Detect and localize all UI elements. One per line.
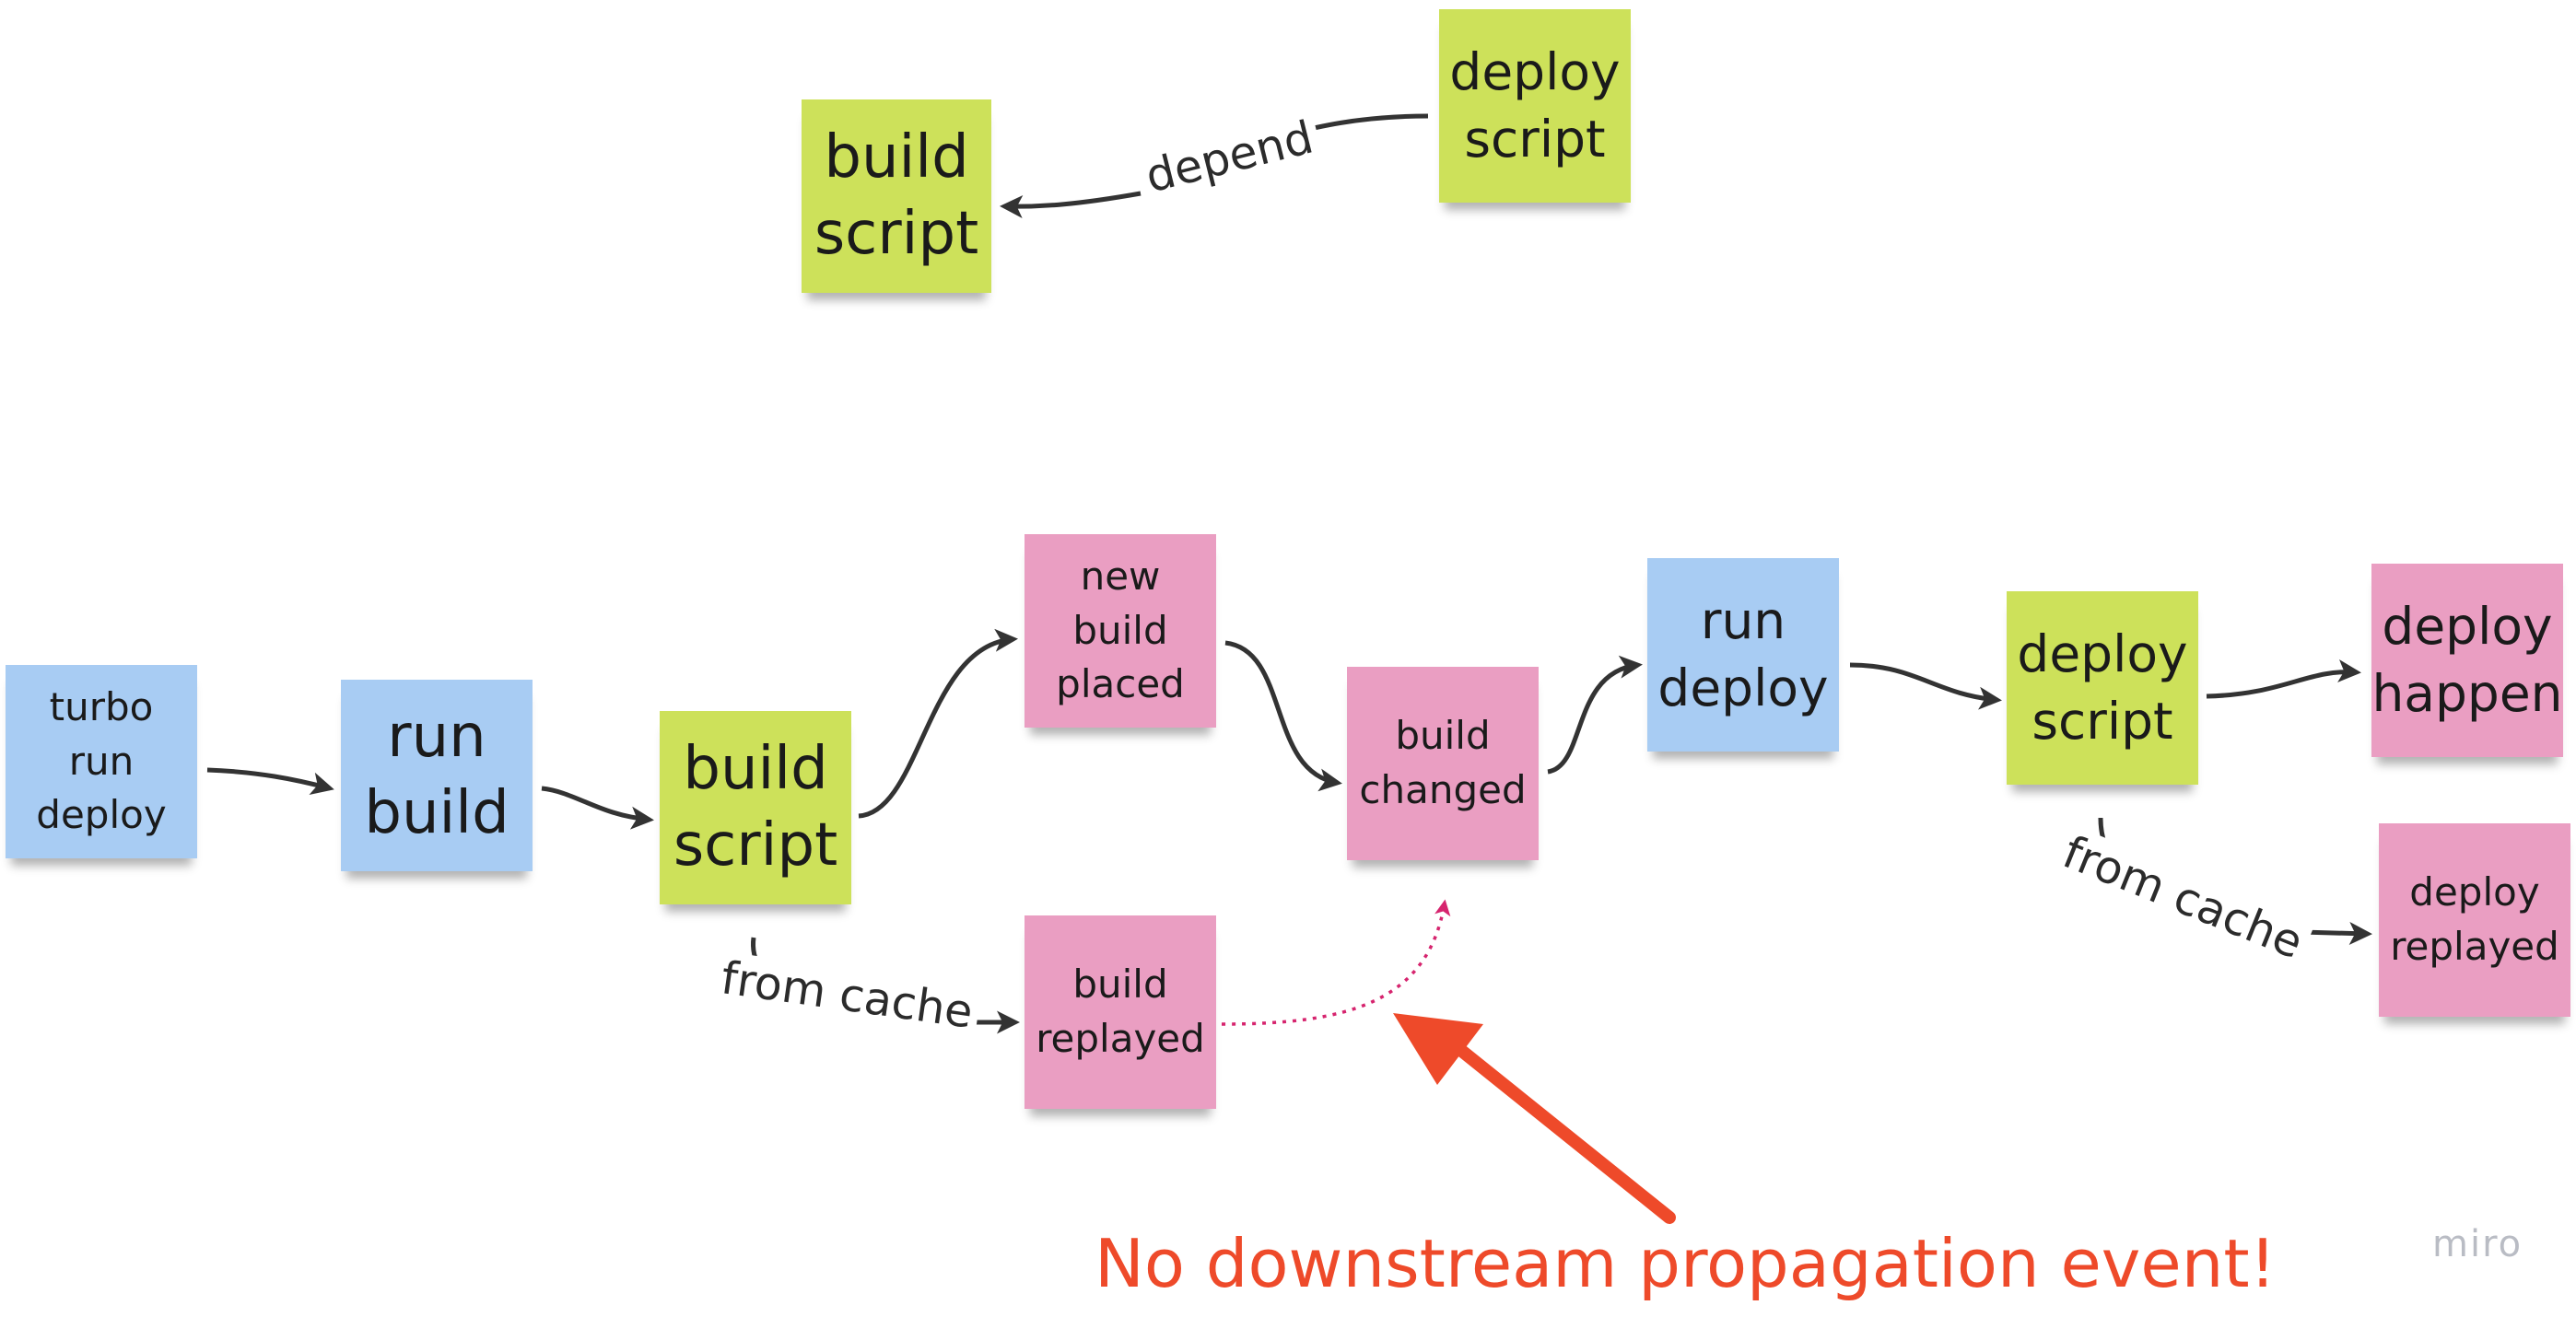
connector-buildchanged-to-rundeploy: [1547, 655, 1643, 775]
note-deploy-happen[interactable]: deploy happen: [2371, 564, 2563, 757]
note-turbo-run-deploy[interactable]: turbo run deploy: [6, 665, 197, 858]
miro-watermark: miro: [2432, 1223, 2523, 1265]
note-build-replayed[interactable]: build replayed: [1025, 915, 1216, 1109]
callout-text: No downstream propagation event!: [1095, 1225, 2277, 1302]
callout-arrow: [1393, 1013, 1676, 1224]
note-top-deploy-script[interactable]: deploy script: [1439, 9, 1631, 203]
edge-label-from-cache-build: from cache: [712, 950, 982, 1040]
connector-deployscript-to-deployhappen: [2206, 659, 2361, 699]
note-label: build replayed: [1036, 962, 1205, 1061]
note-label: deploy happen: [2371, 597, 2563, 723]
note-label: deploy script: [2017, 624, 2188, 751]
connector-runbuild-to-buildscript: [541, 786, 654, 830]
note-run-build[interactable]: run build: [341, 680, 533, 871]
connector-rundeploy-to-deployscript: [1849, 662, 2002, 710]
note-build-changed[interactable]: build changed: [1347, 667, 1539, 860]
edge-label-from-cache-deploy: from cache: [2050, 823, 2315, 972]
edge-label-depend: depend: [1135, 110, 1324, 204]
connector-depend-arrow: [1000, 191, 1142, 218]
note-label: build script: [814, 122, 979, 268]
connector-buildscript-to-newbuild: [858, 628, 1018, 819]
note-new-build-placed[interactable]: new build placed: [1025, 534, 1216, 728]
connector-turbo-to-runbuild: [206, 767, 334, 795]
connector-fromcache-to-deployreplayed: [2301, 921, 2372, 945]
note-run-deploy[interactable]: run deploy: [1647, 558, 1839, 752]
note-label: run deploy: [1657, 591, 1829, 717]
note-build-script[interactable]: build script: [660, 711, 851, 904]
note-label: build script: [673, 734, 838, 880]
note-label: deploy script: [1449, 42, 1621, 169]
note-label: run build: [364, 702, 509, 847]
connector-newbuild-to-buildchanged: [1224, 640, 1342, 792]
note-label: build changed: [1359, 713, 1527, 812]
note-top-build-script[interactable]: build script: [802, 99, 991, 293]
note-deploy-script[interactable]: deploy script: [2007, 591, 2198, 785]
note-label: turbo run deploy: [36, 683, 167, 838]
note-deploy-replayed[interactable]: deploy replayed: [2379, 823, 2570, 1017]
note-label: deploy replayed: [2390, 869, 2559, 969]
connector-dotted-replayed-to-changed: [1221, 899, 1451, 1026]
note-label: new build placed: [1056, 553, 1185, 707]
